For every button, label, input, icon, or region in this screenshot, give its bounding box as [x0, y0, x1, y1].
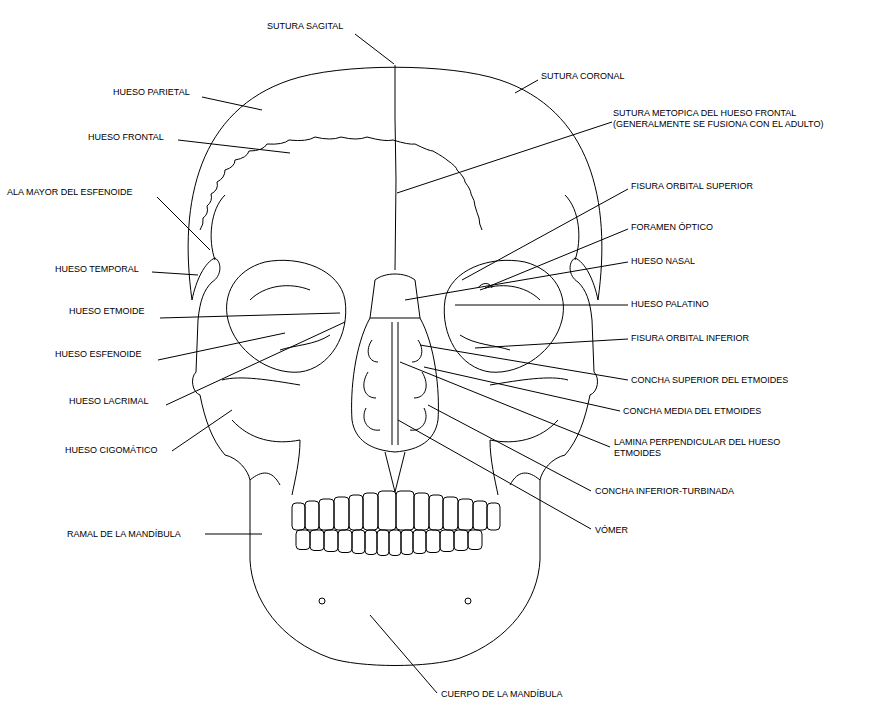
bone-label: ALA MAYOR DEL ESFENOIDE	[6, 187, 134, 198]
nasal-septum	[392, 322, 398, 445]
bone-label: HUESO PALATINO	[630, 299, 710, 310]
tooth	[429, 495, 443, 530]
tooth	[468, 530, 482, 550]
vomer	[385, 452, 405, 492]
bone-label: HUESO NASAL	[630, 256, 696, 267]
bone-label: SUTURA SAGITAL	[266, 21, 344, 32]
tooth	[334, 497, 349, 530]
bone-label: HUESO CIGOMÁTICO	[64, 445, 159, 456]
mental-foramen	[319, 598, 325, 604]
temporal-bone	[192, 258, 598, 320]
tooth	[305, 501, 319, 530]
tooth	[319, 499, 334, 530]
conchae-left	[364, 340, 380, 430]
tooth	[377, 530, 389, 556]
nasal-cavity	[352, 318, 439, 452]
mandible	[225, 455, 565, 666]
mental-foramen	[465, 598, 471, 604]
tooth	[413, 530, 426, 554]
bone-label: SUTURA CORONAL	[540, 71, 626, 82]
orbit-left	[227, 260, 346, 372]
maxilla	[292, 440, 498, 495]
bone-label: CONCHA MEDIA DEL ETMOIDES	[622, 406, 762, 417]
bone-label: CONCHA INFERIOR-TURBINADA	[594, 486, 735, 497]
tooth	[458, 499, 473, 530]
face-right	[565, 320, 597, 455]
teeth	[292, 491, 500, 556]
tooth	[378, 491, 396, 530]
leader-lines	[152, 34, 628, 693]
coronal-suture	[200, 137, 482, 230]
tooth	[426, 530, 440, 553]
zygomatic-left	[222, 378, 300, 442]
tooth	[310, 530, 324, 551]
temporal-line	[211, 195, 579, 260]
tooth	[473, 501, 487, 530]
tooth	[396, 491, 414, 530]
bone-label: HUESO FRONTAL	[87, 132, 165, 143]
face-left	[193, 320, 225, 455]
tooth	[454, 530, 468, 551]
bone-label: FORAMEN ÓPTICO	[630, 222, 714, 233]
tooth	[414, 493, 429, 530]
tooth	[349, 495, 363, 530]
bone-label: RAMAL DE LA MANDÍBULA	[66, 529, 182, 540]
tooth	[440, 530, 454, 552]
bone-label: FISURA ORBITAL INFERIOR	[630, 333, 750, 344]
tooth	[292, 503, 305, 530]
tooth	[338, 530, 352, 553]
tooth	[487, 503, 500, 530]
tooth	[324, 530, 338, 552]
nasal-bone	[370, 274, 420, 318]
bone-label: HUESO ESFENOIDE	[54, 349, 143, 360]
orbit-right	[444, 260, 563, 372]
ramus-notch	[250, 473, 540, 485]
bone-label: HUESO TEMPORAL	[54, 264, 140, 275]
tooth	[352, 530, 365, 554]
bone-label: HUESO LACRIMAL	[68, 396, 150, 407]
orbit-fissure-left	[250, 286, 330, 350]
zygomatic-right	[490, 378, 568, 442]
bone-label: VÓMER	[594, 525, 629, 536]
tooth	[296, 530, 310, 550]
tooth	[443, 497, 458, 530]
bone-label: HUESO PARIETAL	[112, 87, 191, 98]
bone-label: SUTURA METOPICA DEL HUESO FRONTAL (GENER…	[612, 108, 866, 130]
bone-label: LAMINA PERPENDICULAR DEL HUESO ETMOIDES	[613, 437, 815, 459]
tooth	[401, 530, 413, 555]
tooth	[389, 530, 401, 556]
bone-label: CUERPO DE LA MANDÍBULA	[440, 689, 564, 700]
bone-label: HUESO ETMOIDE	[68, 306, 146, 317]
tooth	[365, 530, 377, 555]
bone-label: FISURA ORBITAL SUPERIOR	[630, 181, 754, 192]
bone-label: CONCHA SUPERIOR DEL ETMOIDES	[630, 375, 789, 386]
sagittal-suture	[395, 65, 396, 270]
orbit-fissure-right	[460, 286, 540, 350]
tooth	[363, 493, 378, 530]
conchae-right	[410, 340, 426, 430]
